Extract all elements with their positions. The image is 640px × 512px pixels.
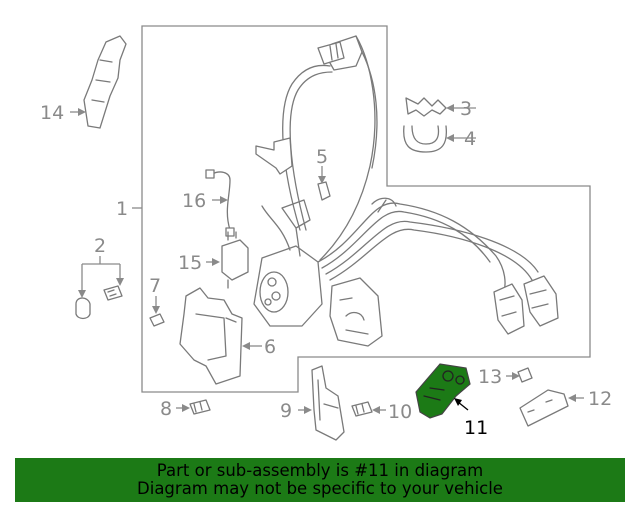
callout-7: 7 (149, 275, 161, 297)
bracket-small (255, 137, 293, 175)
part-4-clip[interactable] (403, 125, 448, 153)
banner-line-1: Part or sub-assembly is #11 in diagram (156, 461, 484, 480)
callout-6: 6 (264, 336, 276, 358)
wire-harness (282, 35, 539, 293)
part-5-clip[interactable] (317, 181, 331, 201)
callout-12: 12 (588, 388, 612, 410)
socket-cover (329, 277, 383, 347)
callout-8: 8 (160, 398, 172, 420)
banner-line-2: Diagram may not be specific to your vehi… (137, 479, 503, 498)
callout-2: 2 (94, 235, 106, 257)
part-10-bolt[interactable] (351, 401, 373, 417)
part-14-strip[interactable] (83, 35, 127, 129)
part-11-shape[interactable] (415, 363, 471, 419)
callout-1: 1 (116, 198, 128, 220)
connector-right-b (523, 275, 559, 327)
connector-right-a (493, 283, 525, 335)
callout-15: 15 (178, 252, 202, 274)
part-9-bracket[interactable] (311, 365, 345, 441)
callout-5: 5 (316, 146, 328, 168)
callout-14: 14 (40, 102, 64, 124)
leader-lines (70, 104, 584, 414)
callout-16: 16 (182, 190, 206, 212)
assembly-outline (141, 25, 591, 393)
callout-3: 3 (460, 98, 472, 120)
callout-4: 4 (464, 128, 476, 150)
callout-11: 11 (464, 417, 488, 439)
part-6-housing[interactable] (179, 287, 243, 385)
part-12-bracket[interactable] (519, 389, 569, 427)
callout-13: 13 (478, 366, 502, 388)
parts-diagram: 14 1 2 3 4 5 16 15 7 6 8 9 10 11 13 12 (40, 25, 612, 441)
part-13-bolt[interactable] (517, 367, 533, 383)
callout-9: 9 (280, 400, 292, 422)
part-8-bolt[interactable] (189, 399, 211, 415)
part-15-connector[interactable] (221, 231, 249, 289)
callout-10: 10 (388, 401, 412, 423)
charge-socket (253, 199, 323, 327)
info-banner: Part or sub-assembly is #11 in diagram D… (15, 458, 625, 502)
part-7-bolt[interactable] (149, 313, 165, 327)
part-11-bracket[interactable] (415, 363, 471, 419)
part-3-clip[interactable] (405, 97, 447, 117)
part-2-bolts[interactable] (75, 285, 123, 320)
